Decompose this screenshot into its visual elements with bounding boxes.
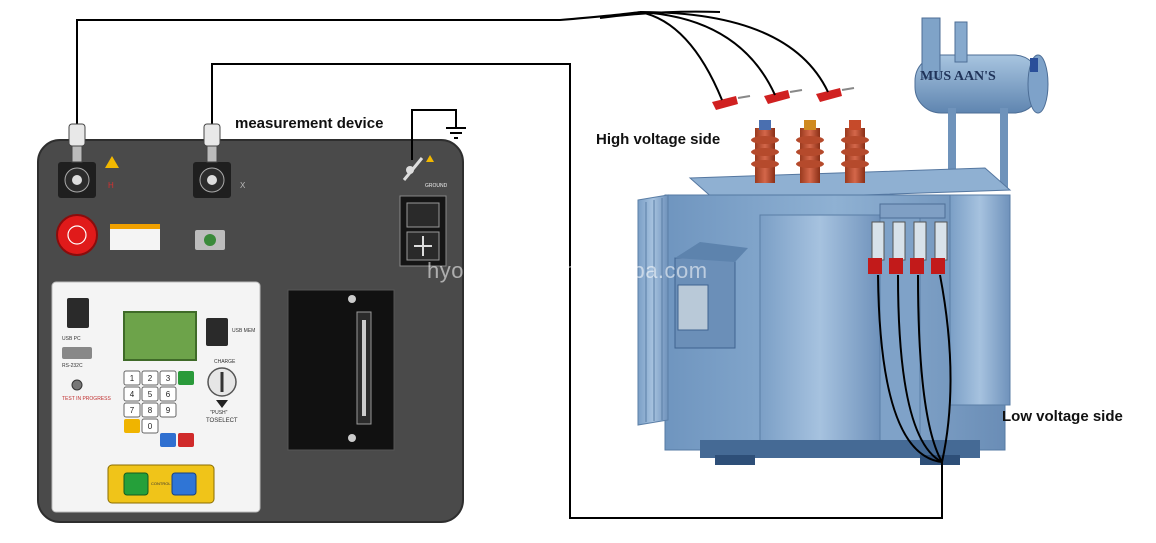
keypad-key-7[interactable]: 7 <box>123 402 141 418</box>
keypad-key-label: 6 <box>166 390 171 399</box>
lv-wire-4 <box>939 274 952 463</box>
printer-panel <box>287 289 395 451</box>
keypad-key-label: 7 <box>130 406 135 415</box>
push-hint: "PUSH" <box>210 410 228 416</box>
ground-wire <box>411 109 457 160</box>
keypad-key-label: 4 <box>130 390 135 399</box>
stop-button[interactable] <box>171 472 197 496</box>
keypad: 1 2 3 4 5 6 7 8 9 0 <box>123 370 177 434</box>
keypad-key-label: 1 <box>130 374 135 383</box>
keypad-key-3[interactable]: 3 <box>159 370 177 386</box>
keypad-key-9[interactable]: 9 <box>159 402 177 418</box>
keypad-key-8[interactable]: 8 <box>141 402 159 418</box>
measurement-device-label: measurement device <box>235 115 384 132</box>
watermark-text: hyoilpurifier.en.alibaba.com <box>427 258 708 283</box>
keypad-key-5[interactable]: 5 <box>141 386 159 402</box>
hv-clip-2 <box>764 89 803 104</box>
lv-wire-1 <box>877 274 943 463</box>
hv-clip-1 <box>712 95 751 110</box>
measurement-device: H X GROUND <box>37 139 464 523</box>
hv-clip-3 <box>816 87 855 102</box>
control-label: CONTROL <box>151 481 171 486</box>
lcd-screen <box>123 311 197 361</box>
x-lead-plug <box>203 123 221 163</box>
keypad-key-0[interactable]: 0 <box>141 418 159 434</box>
h-lead-plug <box>68 123 86 163</box>
blue-key[interactable] <box>160 433 176 447</box>
low-voltage-side-label: Low voltage side <box>1002 408 1123 425</box>
x-lead-wire <box>211 63 943 519</box>
usb-mem-port[interactable] <box>206 318 228 346</box>
front-radiator <box>759 194 1011 456</box>
hv-bushing-3 <box>841 120 869 183</box>
usb-mem-label: USB MEM <box>232 328 255 334</box>
lv-bushings <box>868 203 948 274</box>
transformer: MUS AAN'S <box>637 17 1049 465</box>
lv-wire-3 <box>917 274 943 463</box>
hv-bushing-2 <box>796 120 824 183</box>
hv-wire-3 <box>639 11 829 93</box>
keypad-key-label: 9 <box>166 406 171 415</box>
emergency-stop-button[interactable] <box>56 214 98 256</box>
start-button[interactable] <box>123 472 149 496</box>
keypad-key-2[interactable]: 2 <box>141 370 159 386</box>
enter-key[interactable] <box>178 371 194 385</box>
stop-key[interactable] <box>178 433 194 447</box>
keypad-key-6[interactable]: 6 <box>159 386 177 402</box>
nameplate-text: MUS AAN'S <box>920 69 996 84</box>
lv-wire-2 <box>897 274 943 463</box>
high-voltage-side-label: High voltage side <box>596 131 721 148</box>
power-inlet[interactable] <box>399 195 447 267</box>
conservator-tank <box>914 17 1049 188</box>
h-terminal[interactable] <box>58 162 96 198</box>
charge-label: CHARGE <box>214 359 236 365</box>
hv-wire-2 <box>639 11 776 96</box>
selector-knob[interactable] <box>207 367 237 408</box>
keypad-key-label: 5 <box>148 390 153 399</box>
keypad-key-label: 0 <box>148 422 153 431</box>
test-in-progress-label: TEST IN PROGRESS <box>62 396 111 402</box>
warning-icon <box>105 156 119 168</box>
usb-pc-label: USB PC <box>62 336 81 342</box>
keypad-key-1[interactable]: 1 <box>123 370 141 386</box>
test-indicator-lamp <box>71 379 83 391</box>
h-terminal-mark: H <box>108 181 114 190</box>
ground-mark: GROUND <box>425 183 448 189</box>
hv-wire-1 <box>639 11 723 101</box>
usb-pc-port[interactable] <box>67 298 89 328</box>
keypad-key-4[interactable]: 4 <box>123 386 141 402</box>
x-terminal-mark: X <box>240 181 246 190</box>
rs232-label: RS-232C <box>62 363 83 369</box>
ground-symbol-icon <box>446 127 466 139</box>
h-lead-wire <box>76 11 641 128</box>
left-radiator <box>637 194 669 426</box>
keypad-key-label: 2 <box>148 374 153 383</box>
wiring <box>76 10 952 519</box>
keypad-key-label: 3 <box>166 374 171 383</box>
hv-bushing-1 <box>751 120 779 183</box>
enter-soft-key[interactable] <box>124 419 140 433</box>
ground-switch[interactable] <box>402 157 424 181</box>
toselect-label: TOSELECT <box>206 418 238 424</box>
x-terminal[interactable] <box>193 162 231 198</box>
rs232-port[interactable] <box>62 347 92 359</box>
keypad-key-label: 8 <box>148 406 153 415</box>
